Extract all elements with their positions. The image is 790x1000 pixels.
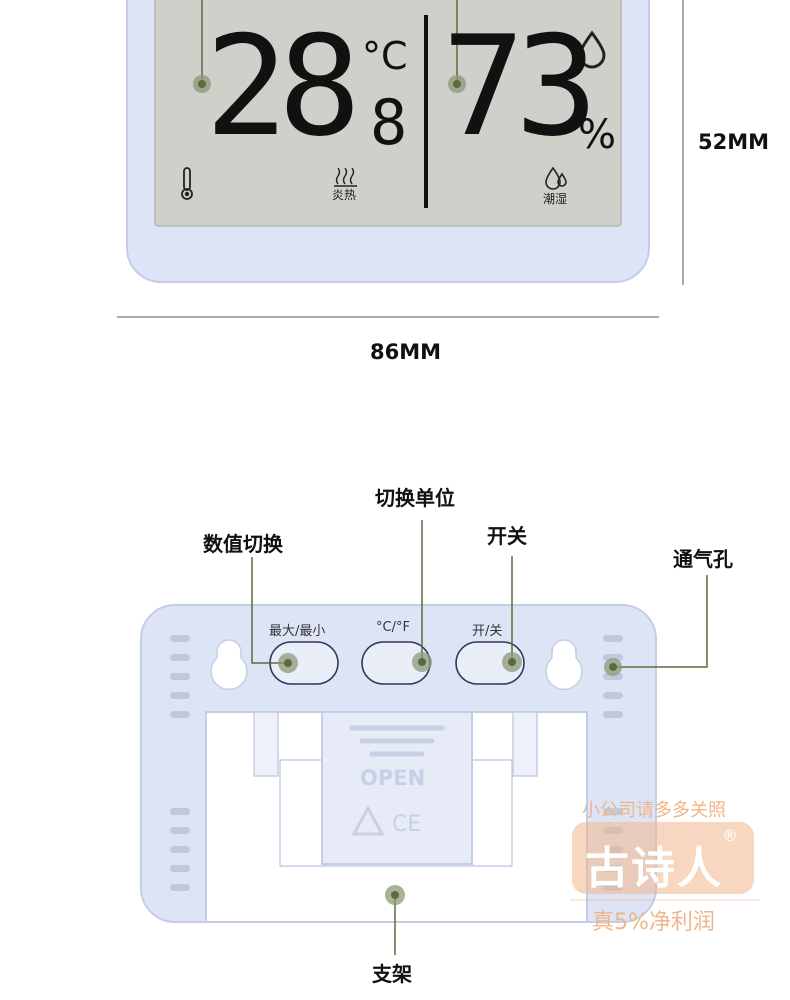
keyhole-hanger-right [545,639,583,691]
temperature-decimal-value: 8 [370,86,408,159]
max-min-button-label: 最大/最小 [269,624,326,639]
warning-icon [351,804,385,836]
watermark-registered: ® [722,826,738,845]
watermark-brand-box [572,822,754,894]
humidity-drop-icon [545,166,567,190]
vent-slots-right-upper [603,635,623,718]
power-button [455,641,525,685]
lcd-divider [424,15,428,208]
callout-vent: 通气孔 [673,547,733,571]
height-dimension-label: 52MM [698,130,770,154]
temperature-main-value: 28 [205,6,361,167]
callout-power: 开关 [487,524,527,548]
lcd-screen [154,0,622,227]
watermark-brand: 古诗人 [585,843,723,894]
cover-grip-lines [349,725,445,757]
width-dimension-label: 86MM [370,340,442,364]
callout-value-switch: 数值切换 [203,532,283,556]
large-drop-icon [578,30,606,69]
watermark-top-text: 小公司请多多关照 [582,800,726,821]
watermark-bottom-text: 真5%净利润 [592,910,715,935]
ce-mark: CE [392,812,422,837]
vent-slots-left-upper [170,635,190,718]
heat-wave-icon [334,167,357,187]
temperature-unit: °C [362,34,408,78]
callout-dots [278,652,622,905]
humidity-unit: % [578,112,617,158]
humidity-status-label: 潮湿 [543,192,568,206]
temperature-readout: 28 [205,12,361,162]
thermometer-icon [181,167,193,200]
unit-toggle-button-label: °C/°F [376,620,410,635]
humidity-readout: 73 [442,6,598,167]
callout-line-vent [613,575,708,668]
keyhole-hanger-left [210,639,248,691]
vent-slots-left-lower [170,808,190,891]
callout-line-value-switch [251,557,288,664]
callout-unit-switch: 切换单位 [375,486,455,510]
power-button-label: 开/关 [472,624,503,639]
temp-status-label: 炎热 [332,188,357,202]
battery-cover [321,711,473,865]
callout-stand: 支架 [372,962,412,986]
battery-cover-open-text: OPEN [360,766,426,790]
